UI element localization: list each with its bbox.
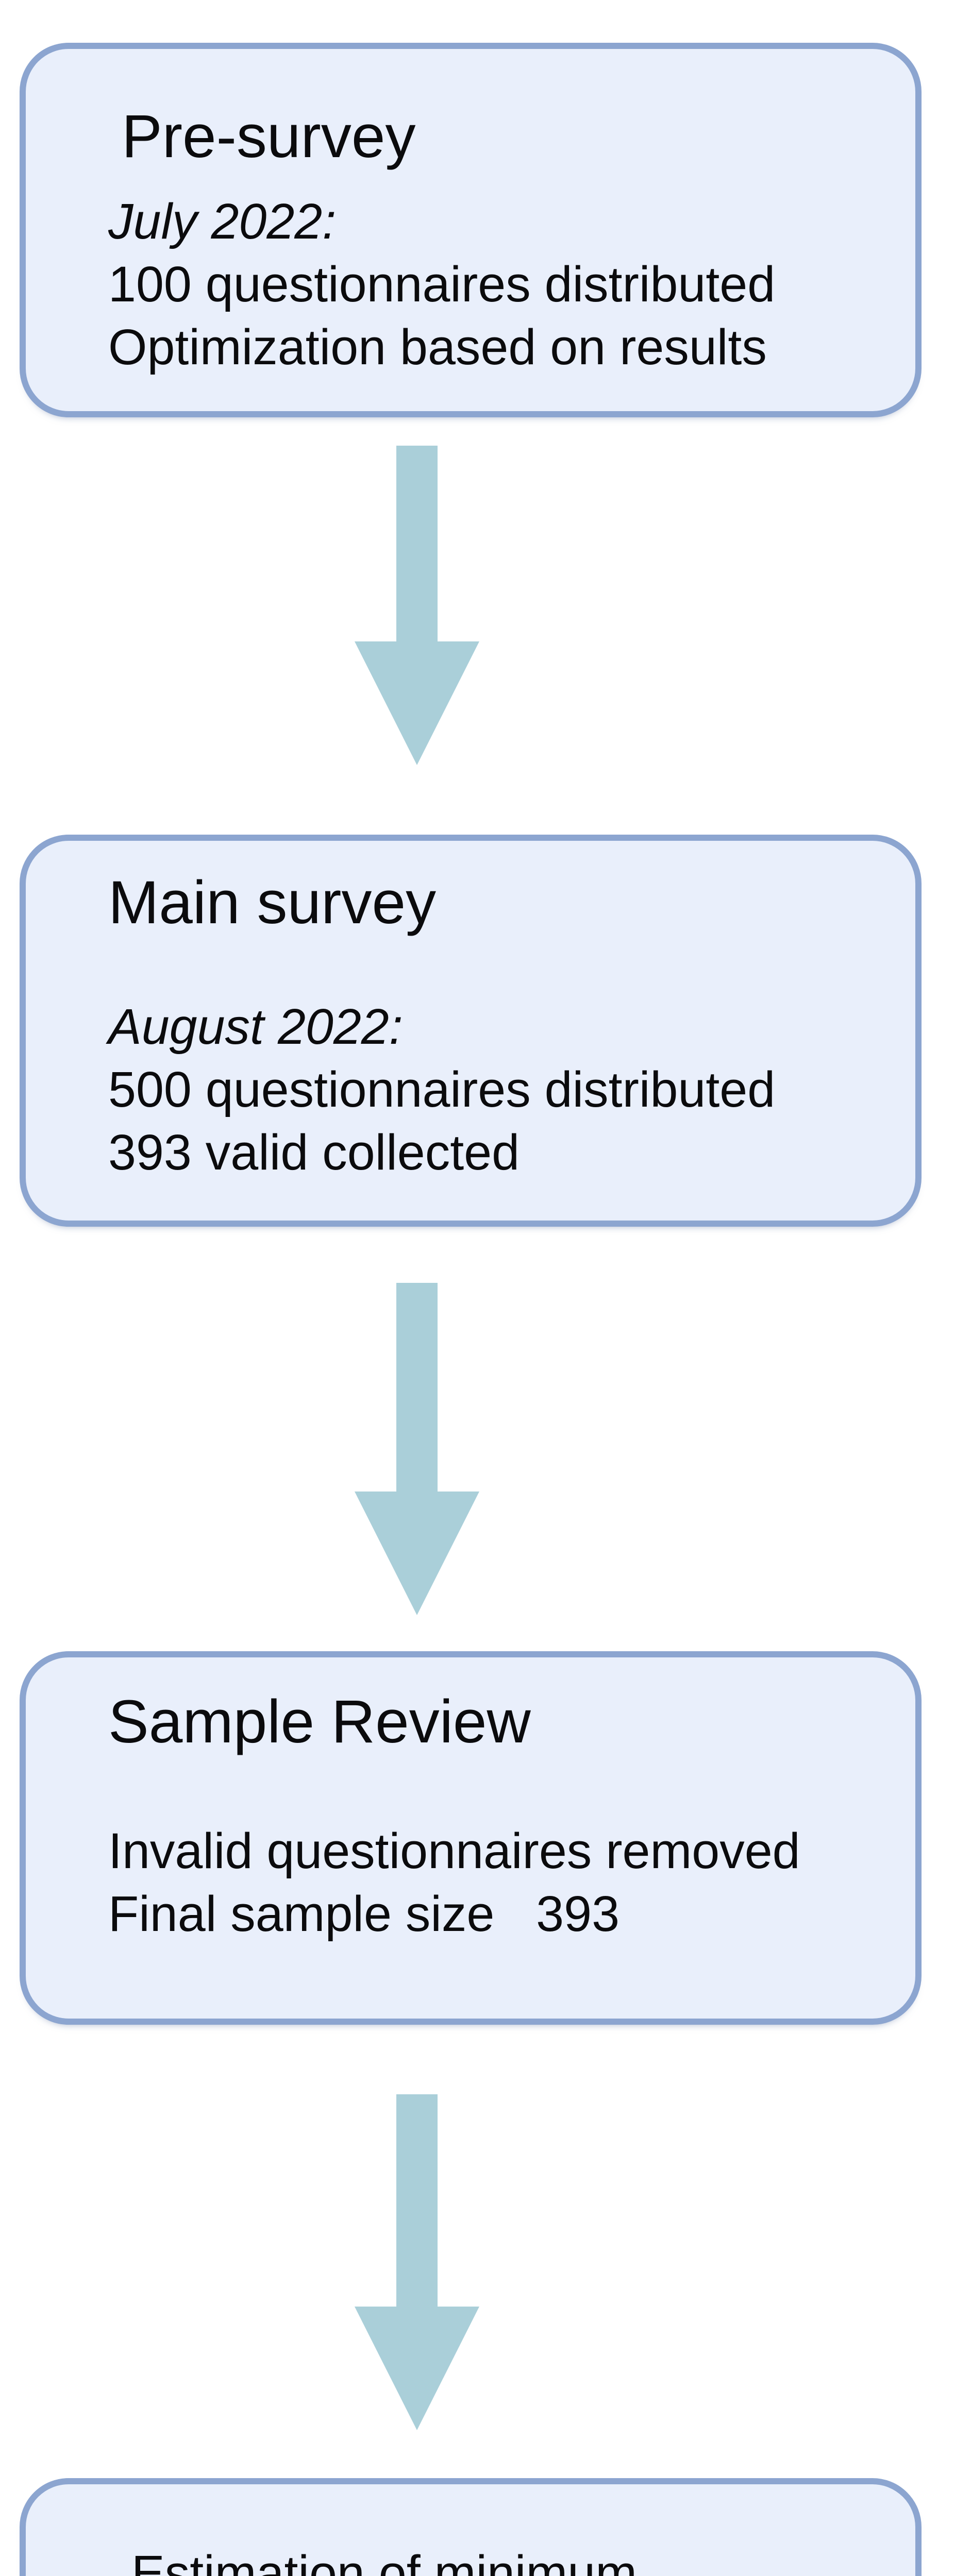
step-box-sample-size-estimation: Estimation of minimum required sample si… (20, 2478, 922, 2576)
step-line-date: August 2022: (108, 998, 403, 1055)
down-arrow-icon (355, 446, 479, 765)
step-title-pre-survey: Pre-survey (122, 103, 416, 171)
arrow-head (355, 1492, 479, 1615)
arrow-head (355, 2307, 479, 2430)
step-line-date: July 2022: (108, 193, 337, 249)
step-line: Invalid questionnaires removed (108, 1823, 800, 1879)
step-box-sample-review: Sample Review Invalid questionnaires rem… (20, 1651, 922, 2025)
arrow-shaft (396, 1283, 438, 1492)
arrow-shaft (396, 2094, 438, 2307)
step-line: 100 questionnaires distributed (108, 256, 776, 312)
step-line: Final sample size 393 (108, 1886, 620, 1942)
step-title-main-survey: Main survey (108, 869, 437, 937)
step-line: Optimization based on results (108, 319, 767, 375)
arrow-head (355, 641, 479, 765)
step-title-sample-review: Sample Review (108, 1688, 531, 1756)
down-arrow-icon (355, 2094, 479, 2430)
step-line: 500 questionnaires distributed (108, 1061, 776, 1117)
step-box-main-survey: Main survey August 2022: 500 questionnai… (20, 835, 922, 1227)
arrow-shaft (396, 446, 438, 641)
step-box-pre-survey: Pre-survey July 2022: 100 questionnaires… (20, 43, 922, 417)
down-arrow-icon (355, 1283, 479, 1615)
step-line: Estimation of minimum (131, 2545, 638, 2576)
step-line: 393 valid collected (108, 1124, 520, 1180)
